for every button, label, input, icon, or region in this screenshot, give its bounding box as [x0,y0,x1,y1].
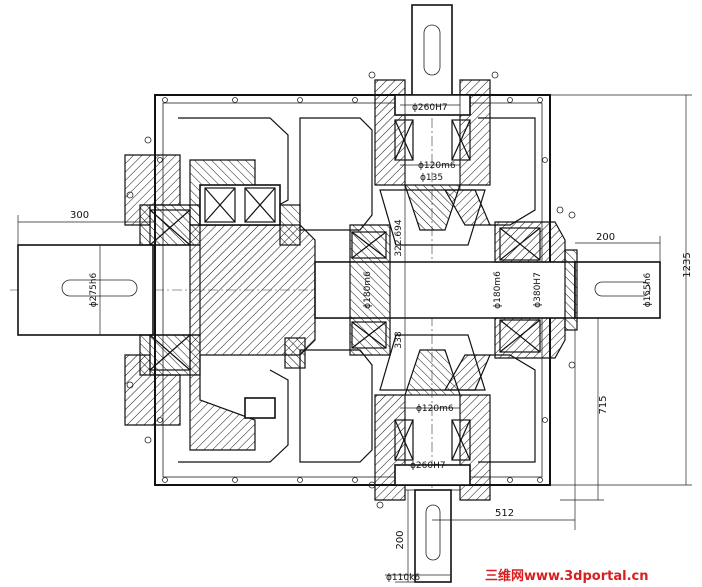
dimension-lines [17,94,692,583]
dim-300: 300 [70,210,89,221]
dim-1235: 1235 [682,252,693,277]
fit-260H7-top: ϕ260H7 [412,103,448,113]
fit-155h6: ϕ155h6 [643,272,653,307]
fit-180m6-right: ϕ180m6 [493,271,503,309]
fit-120m6-top: ϕ120m6 [418,161,456,171]
dim-200-bottom: 200 [395,530,406,549]
dim-338: 338 [394,331,404,348]
fit-110k6: ϕ110k6 [386,573,420,583]
fit-180m6-left: ϕ180m6 [363,271,373,309]
bevel-gear-hub [189,159,356,451]
fit-260H7-bottom: ϕ260H7 [410,461,446,471]
fit-120m6-bottom: ϕ120m6 [416,404,454,414]
input-shaft-left [17,136,201,444]
dim-200-right: 200 [596,232,615,243]
fit-275h6: ϕ275h6 [89,272,99,307]
dimension-labels: 300 200 1235 715 512 200 322.694 338 ϕ27… [70,103,693,583]
fit-380H7: ϕ380H7 [533,272,543,308]
dim-715: 715 [598,395,609,414]
horizontal-output-shaft [314,206,661,369]
fit-135: ϕ135 [420,173,443,183]
dim-322-694: 322.694 [394,219,404,256]
watermark-text: 三维网www.3dportal.cn [485,568,648,584]
dim-512: 512 [495,508,514,519]
